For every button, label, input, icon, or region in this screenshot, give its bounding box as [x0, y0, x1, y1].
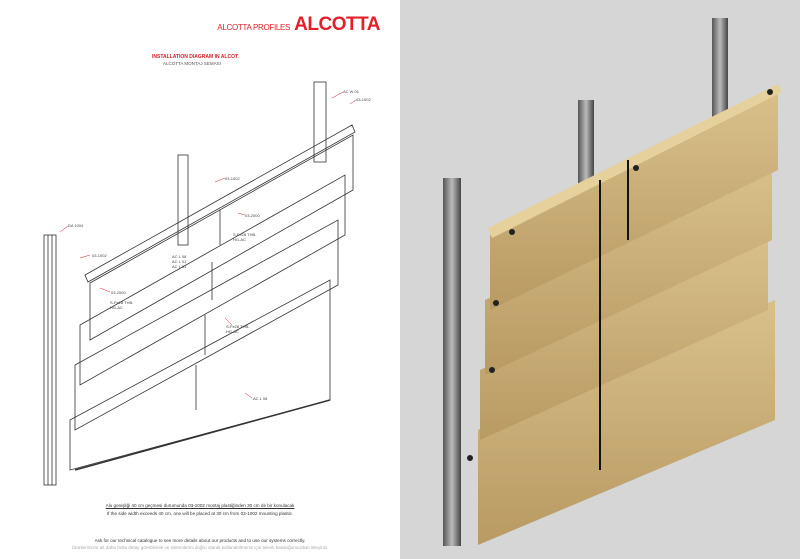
- note-turkish: Alu genişliği 40 cm geçmesi durumunda 03…: [105, 503, 295, 508]
- part-label: S-Fe28 THB-HG-AC: [110, 300, 134, 310]
- catalogue-note-english: Ask for our technical catalogue to see m…: [94, 538, 306, 543]
- installation-diagram-sheet: ALCOTTA PROFILES ALCOTTA INSTALLATION DI…: [43, 14, 381, 550]
- panel-row-3: [480, 235, 768, 440]
- diagram-subtitle: ALCOTTA MONTAJ SEMASI: [163, 61, 221, 66]
- brand-header: ALCOTTA PROFILES ALCOTTA: [217, 14, 380, 36]
- middle-post: [177, 154, 189, 246]
- part-label: DA 1004: [68, 223, 84, 228]
- part-label: 03-1002: [225, 176, 240, 181]
- panel-row-1: [490, 90, 778, 310]
- diagram-title: INSTALLATION DIAGRAM IN ALCOT: [152, 54, 239, 60]
- part-label: 03-2000: [111, 290, 126, 295]
- left-post: [443, 178, 461, 546]
- panel-row-2: [485, 165, 772, 375]
- top-rail: [84, 124, 356, 283]
- part-label: 03-1002: [356, 97, 371, 102]
- panel-row-2: [79, 174, 346, 386]
- rendered-facade-view: [400, 0, 800, 559]
- facade-render: [443, 18, 782, 546]
- panel-row-3: [74, 219, 339, 431]
- part-label: S-Fe28 THB-HG-AC: [233, 232, 257, 242]
- catalogue-note-turkish: Ürünlerimizin ait daha fazla detay göreb…: [71, 545, 329, 550]
- part-label: 03-1002: [92, 253, 107, 258]
- part-label: AC W 01: [343, 89, 360, 94]
- part-label: S-Fe28 THB-HG-AC: [226, 324, 250, 334]
- panel-row-4: [478, 300, 775, 545]
- right-post: [313, 81, 327, 163]
- line-drawing: [43, 81, 357, 486]
- brand-subtitle: ALCOTTA PROFILES: [217, 23, 291, 32]
- part-label: AC L 08 AC L 01 AC L 01: [172, 254, 187, 269]
- part-label: AC L 08: [253, 396, 268, 401]
- part-label: 03-2000: [245, 213, 260, 218]
- left-post: [43, 234, 57, 486]
- panel-row-1: [89, 134, 354, 341]
- top-cap: [488, 84, 782, 238]
- brand-logo: ALCOTTA: [294, 14, 380, 35]
- note-english: If the side width exceeds 40 cm, one wil…: [106, 511, 294, 516]
